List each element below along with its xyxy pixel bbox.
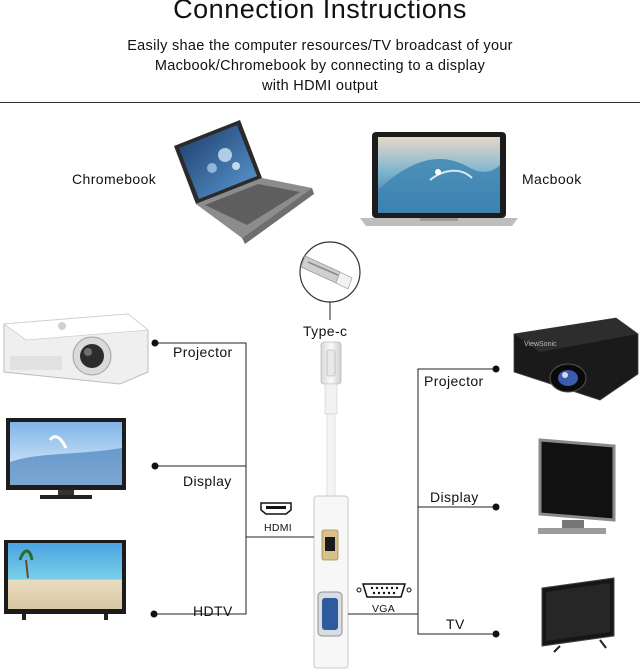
projector-left-image <box>2 313 150 385</box>
adapter-image <box>313 341 349 669</box>
vga-projector-label: Projector <box>424 373 484 389</box>
chromebook-label: Chromebook <box>72 171 157 187</box>
display-left-image <box>6 418 126 499</box>
subtitle-line: Macbook/Chromebook by connecting to a di… <box>154 58 486 74</box>
subtitle-line: Easily shae the computer resources/TV br… <box>127 38 513 54</box>
macbook-label: Macbook <box>522 171 582 187</box>
hdmi-port-icon <box>260 502 292 515</box>
hdmi-projector-label: Projector <box>173 344 233 360</box>
display-right-image <box>538 438 616 534</box>
macbook-image <box>360 132 518 226</box>
svg-text:ViewSonic: ViewSonic <box>524 341 557 348</box>
hdmi-port-label: HDMI <box>264 522 293 534</box>
type-c-label: Type-c <box>303 323 348 339</box>
header-divider <box>0 102 640 103</box>
chromebook-image <box>174 120 314 244</box>
tv-right-image <box>541 577 615 653</box>
vga-port-icon <box>356 583 412 598</box>
vga-port-label: VGA <box>372 603 396 615</box>
vga-tv-label: TV <box>446 616 465 632</box>
connection-lines <box>154 302 496 635</box>
vga-display-label: Display <box>430 489 479 505</box>
hdmi-hdtv-label: HDTV <box>193 603 233 619</box>
hdtv-left-image <box>4 540 126 620</box>
page-title: Connection Instructions <box>173 0 467 24</box>
connection-dots <box>150 339 500 638</box>
type-c-connector-image <box>299 241 361 303</box>
hdmi-display-label: Display <box>183 473 232 489</box>
page-subtitle: Easily shae the computer resources/TV br… <box>60 36 580 96</box>
projector-right-image: ViewSonic <box>513 317 639 401</box>
subtitle-line: with HDMI output <box>261 78 378 94</box>
